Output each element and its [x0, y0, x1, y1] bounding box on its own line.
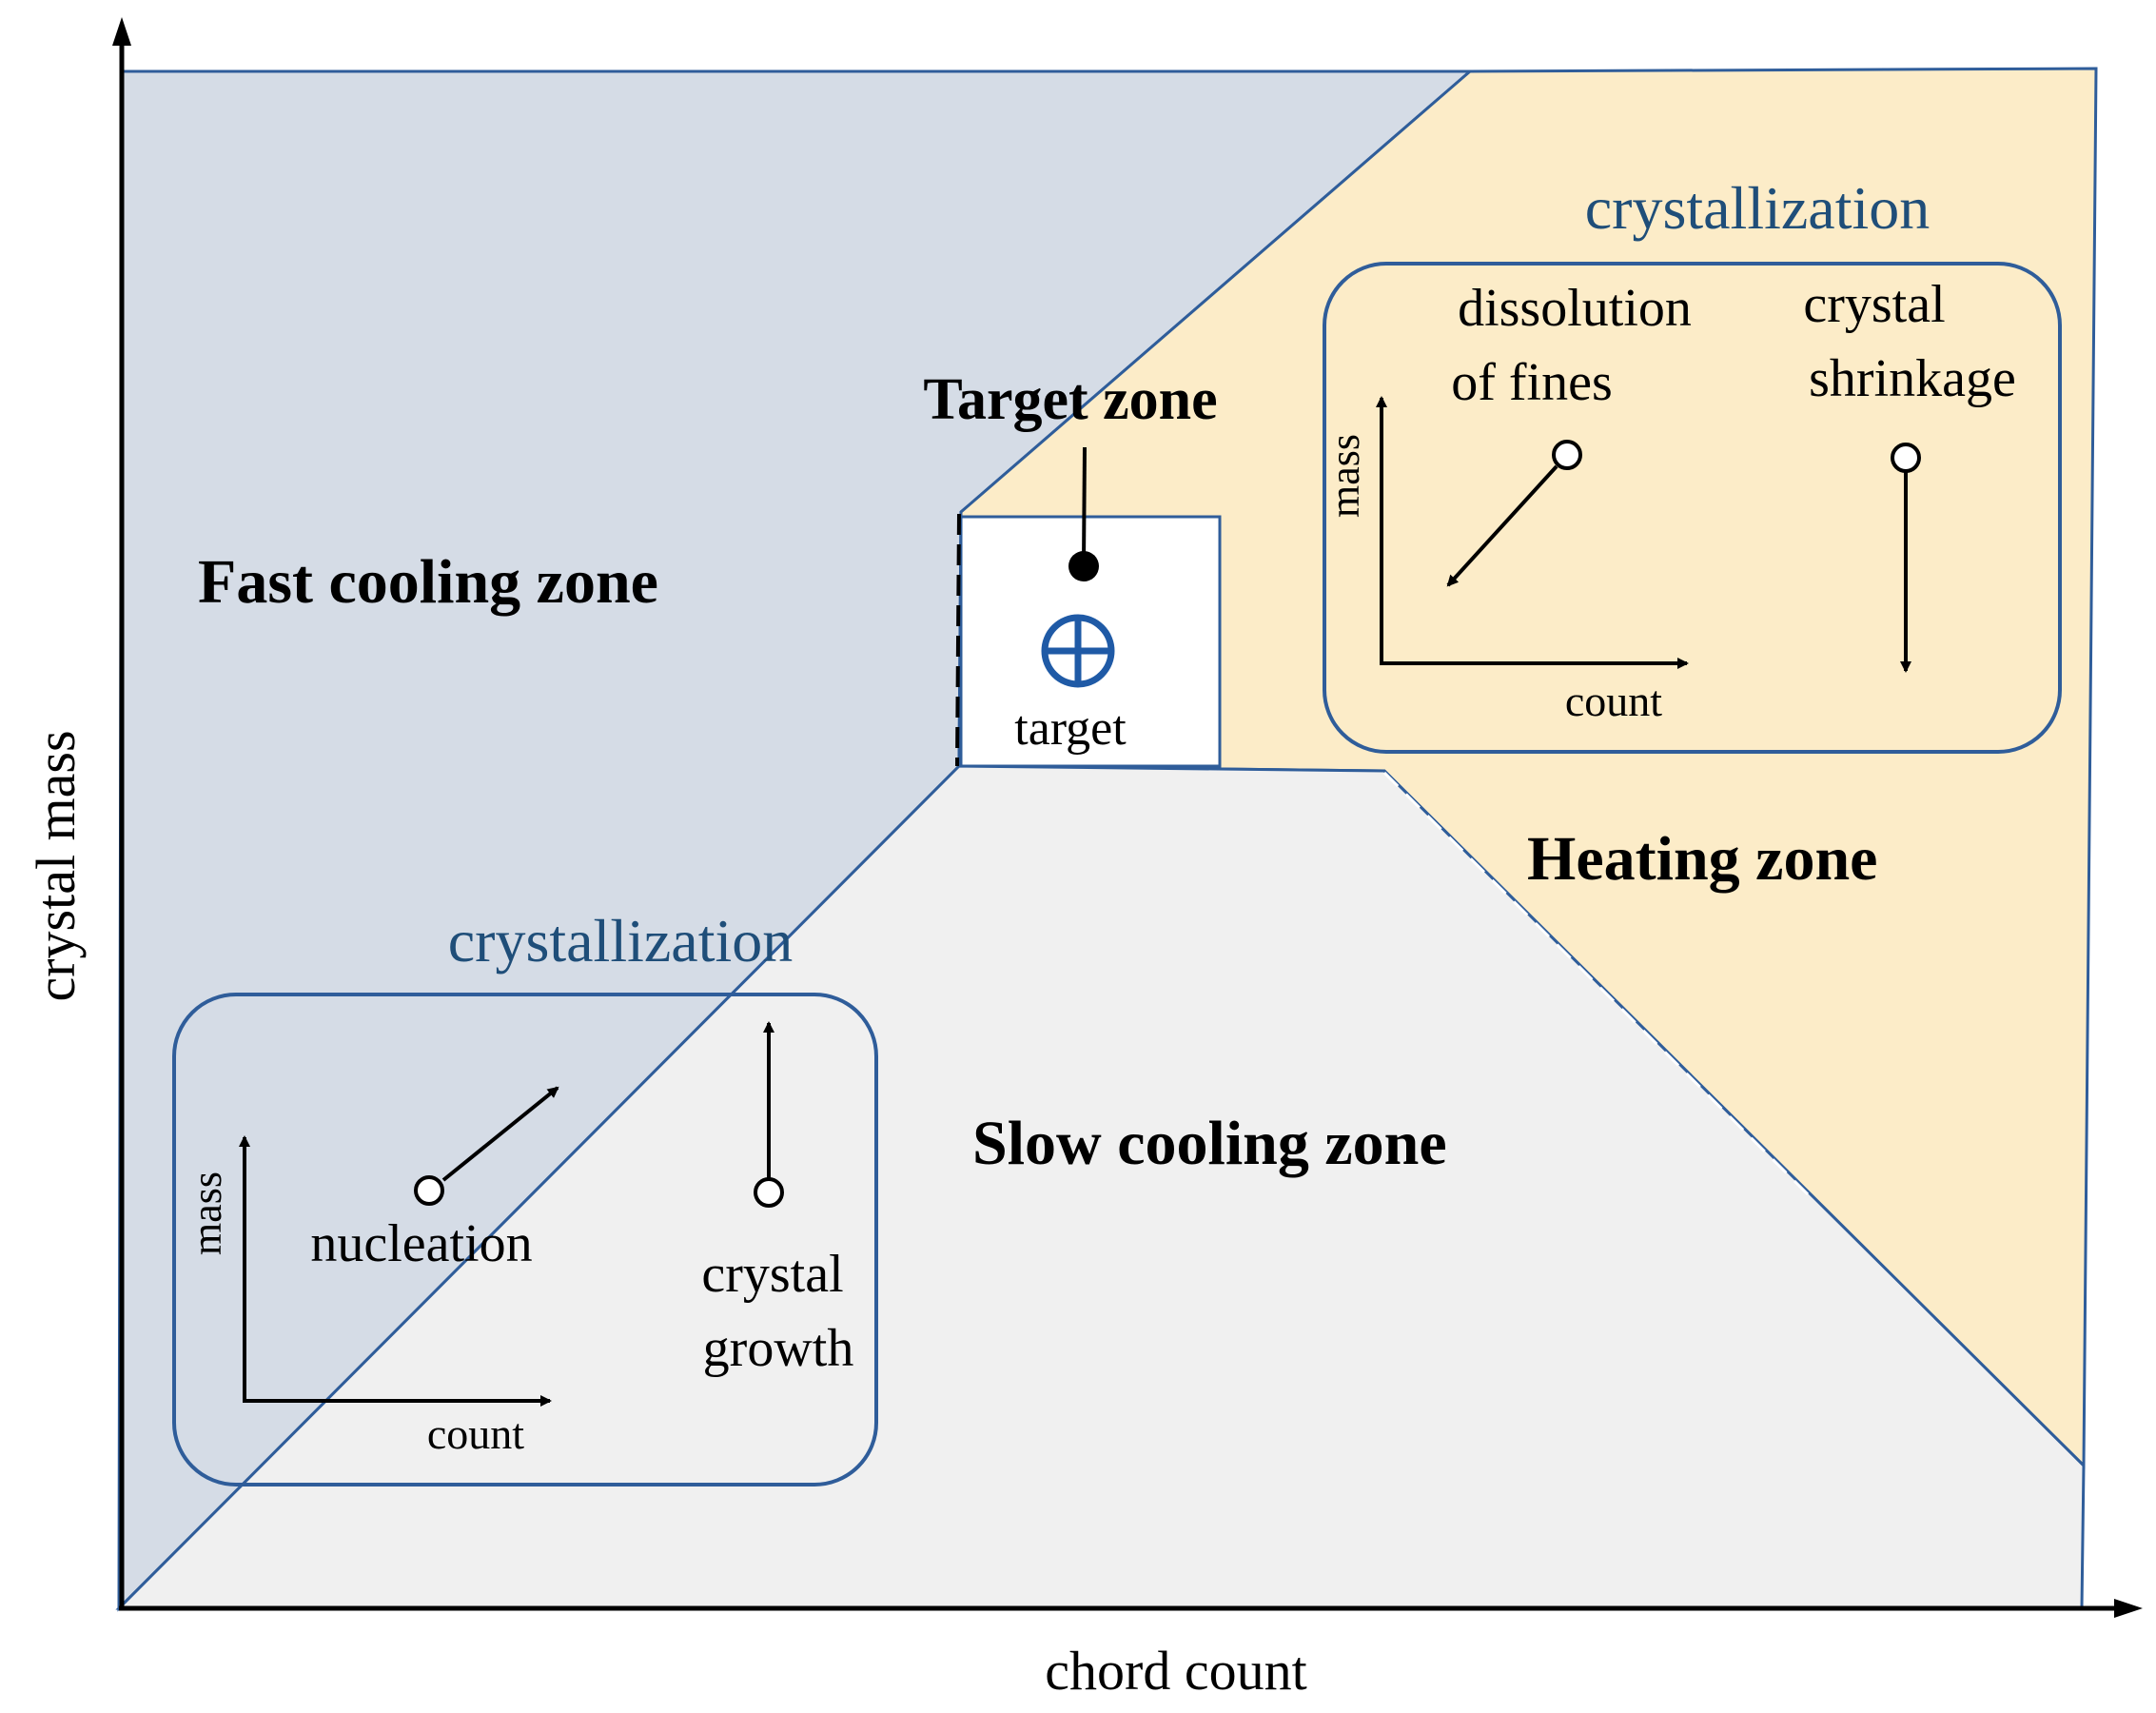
crystallization-box-top [1323, 262, 2062, 754]
target-pointer-dot [1068, 551, 1099, 581]
x-axis-label: chord count [1045, 1640, 1306, 1702]
crystal-shrinkage-point [1891, 443, 1921, 473]
dissolution-point [1552, 440, 1582, 470]
slow-cooling-zone-label: Slow cooling zone [972, 1109, 1447, 1178]
mini-y-label-top: mass [1322, 434, 1368, 518]
mini-x-label-bottom: count [427, 1409, 524, 1458]
crystallization-panel-top: crystallization mass count dissolution o… [1322, 174, 2062, 754]
mini-x-label-top: count [1565, 677, 1662, 725]
target-label: target [1014, 701, 1127, 756]
crystallization-title-bottom: crystallization [448, 907, 794, 975]
crystallization-title-top: crystallization [1585, 174, 1931, 242]
crystallization-panel-bottom: crystallization mass count nucleation cr… [172, 907, 878, 1487]
crystal-shrinkage-label-line2: shrinkage [1809, 349, 2016, 408]
crystallization-box-bottom [172, 993, 878, 1487]
crystal-growth-label-line2: growth [703, 1319, 854, 1378]
crystal-growth-label-line1: crystal [701, 1245, 843, 1304]
nucleation-label: nucleation [310, 1214, 532, 1273]
dissolution-label-line1: dissolution [1458, 279, 1692, 338]
target-zone-dashed-edge [955, 513, 961, 767]
dissolution-label-line2: of fines [1451, 353, 1613, 412]
heating-zone-dashed-edge [1382, 771, 1810, 1196]
fast-cooling-zone-label: Fast cooling zone [198, 547, 658, 617]
target-zone-label: Target zone [923, 367, 1217, 432]
nucleation-arrow [441, 1086, 559, 1182]
x-axis-arrowhead [2114, 1599, 2143, 1618]
heating-zone-label: Heating zone [1527, 824, 1877, 894]
y-axis-arrowhead [112, 17, 131, 46]
target-pointer-line [1082, 446, 1087, 565]
y-axis-label: crystal mass [25, 730, 87, 1001]
crystal-shrinkage-label-line1: crystal [1803, 275, 1945, 334]
nucleation-point [414, 1175, 444, 1206]
target-zone-box [959, 515, 1222, 768]
dissolution-arrow [1446, 464, 1558, 587]
mini-y-label-bottom: mass [184, 1172, 230, 1255]
crystal-growth-point [754, 1177, 784, 1208]
circle-plus-icon [1041, 614, 1115, 688]
